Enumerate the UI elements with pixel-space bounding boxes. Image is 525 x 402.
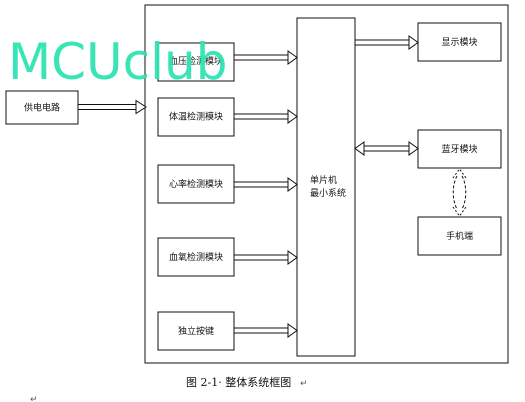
figure-caption: 图 2-1· 整体系统框图 <box>186 375 291 389</box>
key-to-mcu-arrow <box>234 323 298 338</box>
heart-module-box <box>157 164 235 204</box>
mcu-label-line2: 最小系统 <box>310 187 346 199</box>
power-supply-label: 供电电路 <box>24 102 60 114</box>
oxy-module-label: 血氧检测模块 <box>169 251 223 263</box>
phone-box <box>417 216 502 256</box>
display-module-box <box>417 22 502 62</box>
paragraph-return-mark: ↵ <box>30 395 38 402</box>
bluetooth-phone-wireless-link <box>452 168 467 217</box>
mcu-to-display-arrow <box>355 35 419 50</box>
key-module-label: 独立按键 <box>178 325 214 337</box>
oxy-to-mcu-arrow <box>234 250 298 265</box>
bp-module-label: 血压检测模块 <box>169 55 223 67</box>
mcu-bluetooth-bidirectional-arrow <box>354 141 419 156</box>
heart-module-label: 心率检测模块 <box>169 178 223 190</box>
display-module-label: 显示模块 <box>441 36 477 48</box>
power-supply-box <box>5 90 79 125</box>
oxy-module-box <box>157 237 235 277</box>
phone-label: 手机端 <box>446 230 473 242</box>
temp-module-box <box>157 97 235 137</box>
temp-to-mcu-arrow <box>234 109 298 124</box>
key-module-box <box>157 311 235 351</box>
bp-to-mcu-arrow <box>234 50 298 65</box>
mcu-box <box>296 17 356 357</box>
mcu-label-line1: 单片机 <box>310 174 337 186</box>
power-to-system-arrow <box>78 99 147 115</box>
bp-module-box <box>157 42 235 82</box>
temp-module-label: 体温检测模块 <box>169 111 223 123</box>
bluetooth-module-label: 蓝牙模块 <box>441 143 477 155</box>
mcuclub-watermark: MCUclub <box>8 33 227 91</box>
system-frame <box>144 4 509 364</box>
caption-return-mark: ↵ <box>300 379 308 389</box>
heart-to-mcu-arrow <box>234 177 298 192</box>
